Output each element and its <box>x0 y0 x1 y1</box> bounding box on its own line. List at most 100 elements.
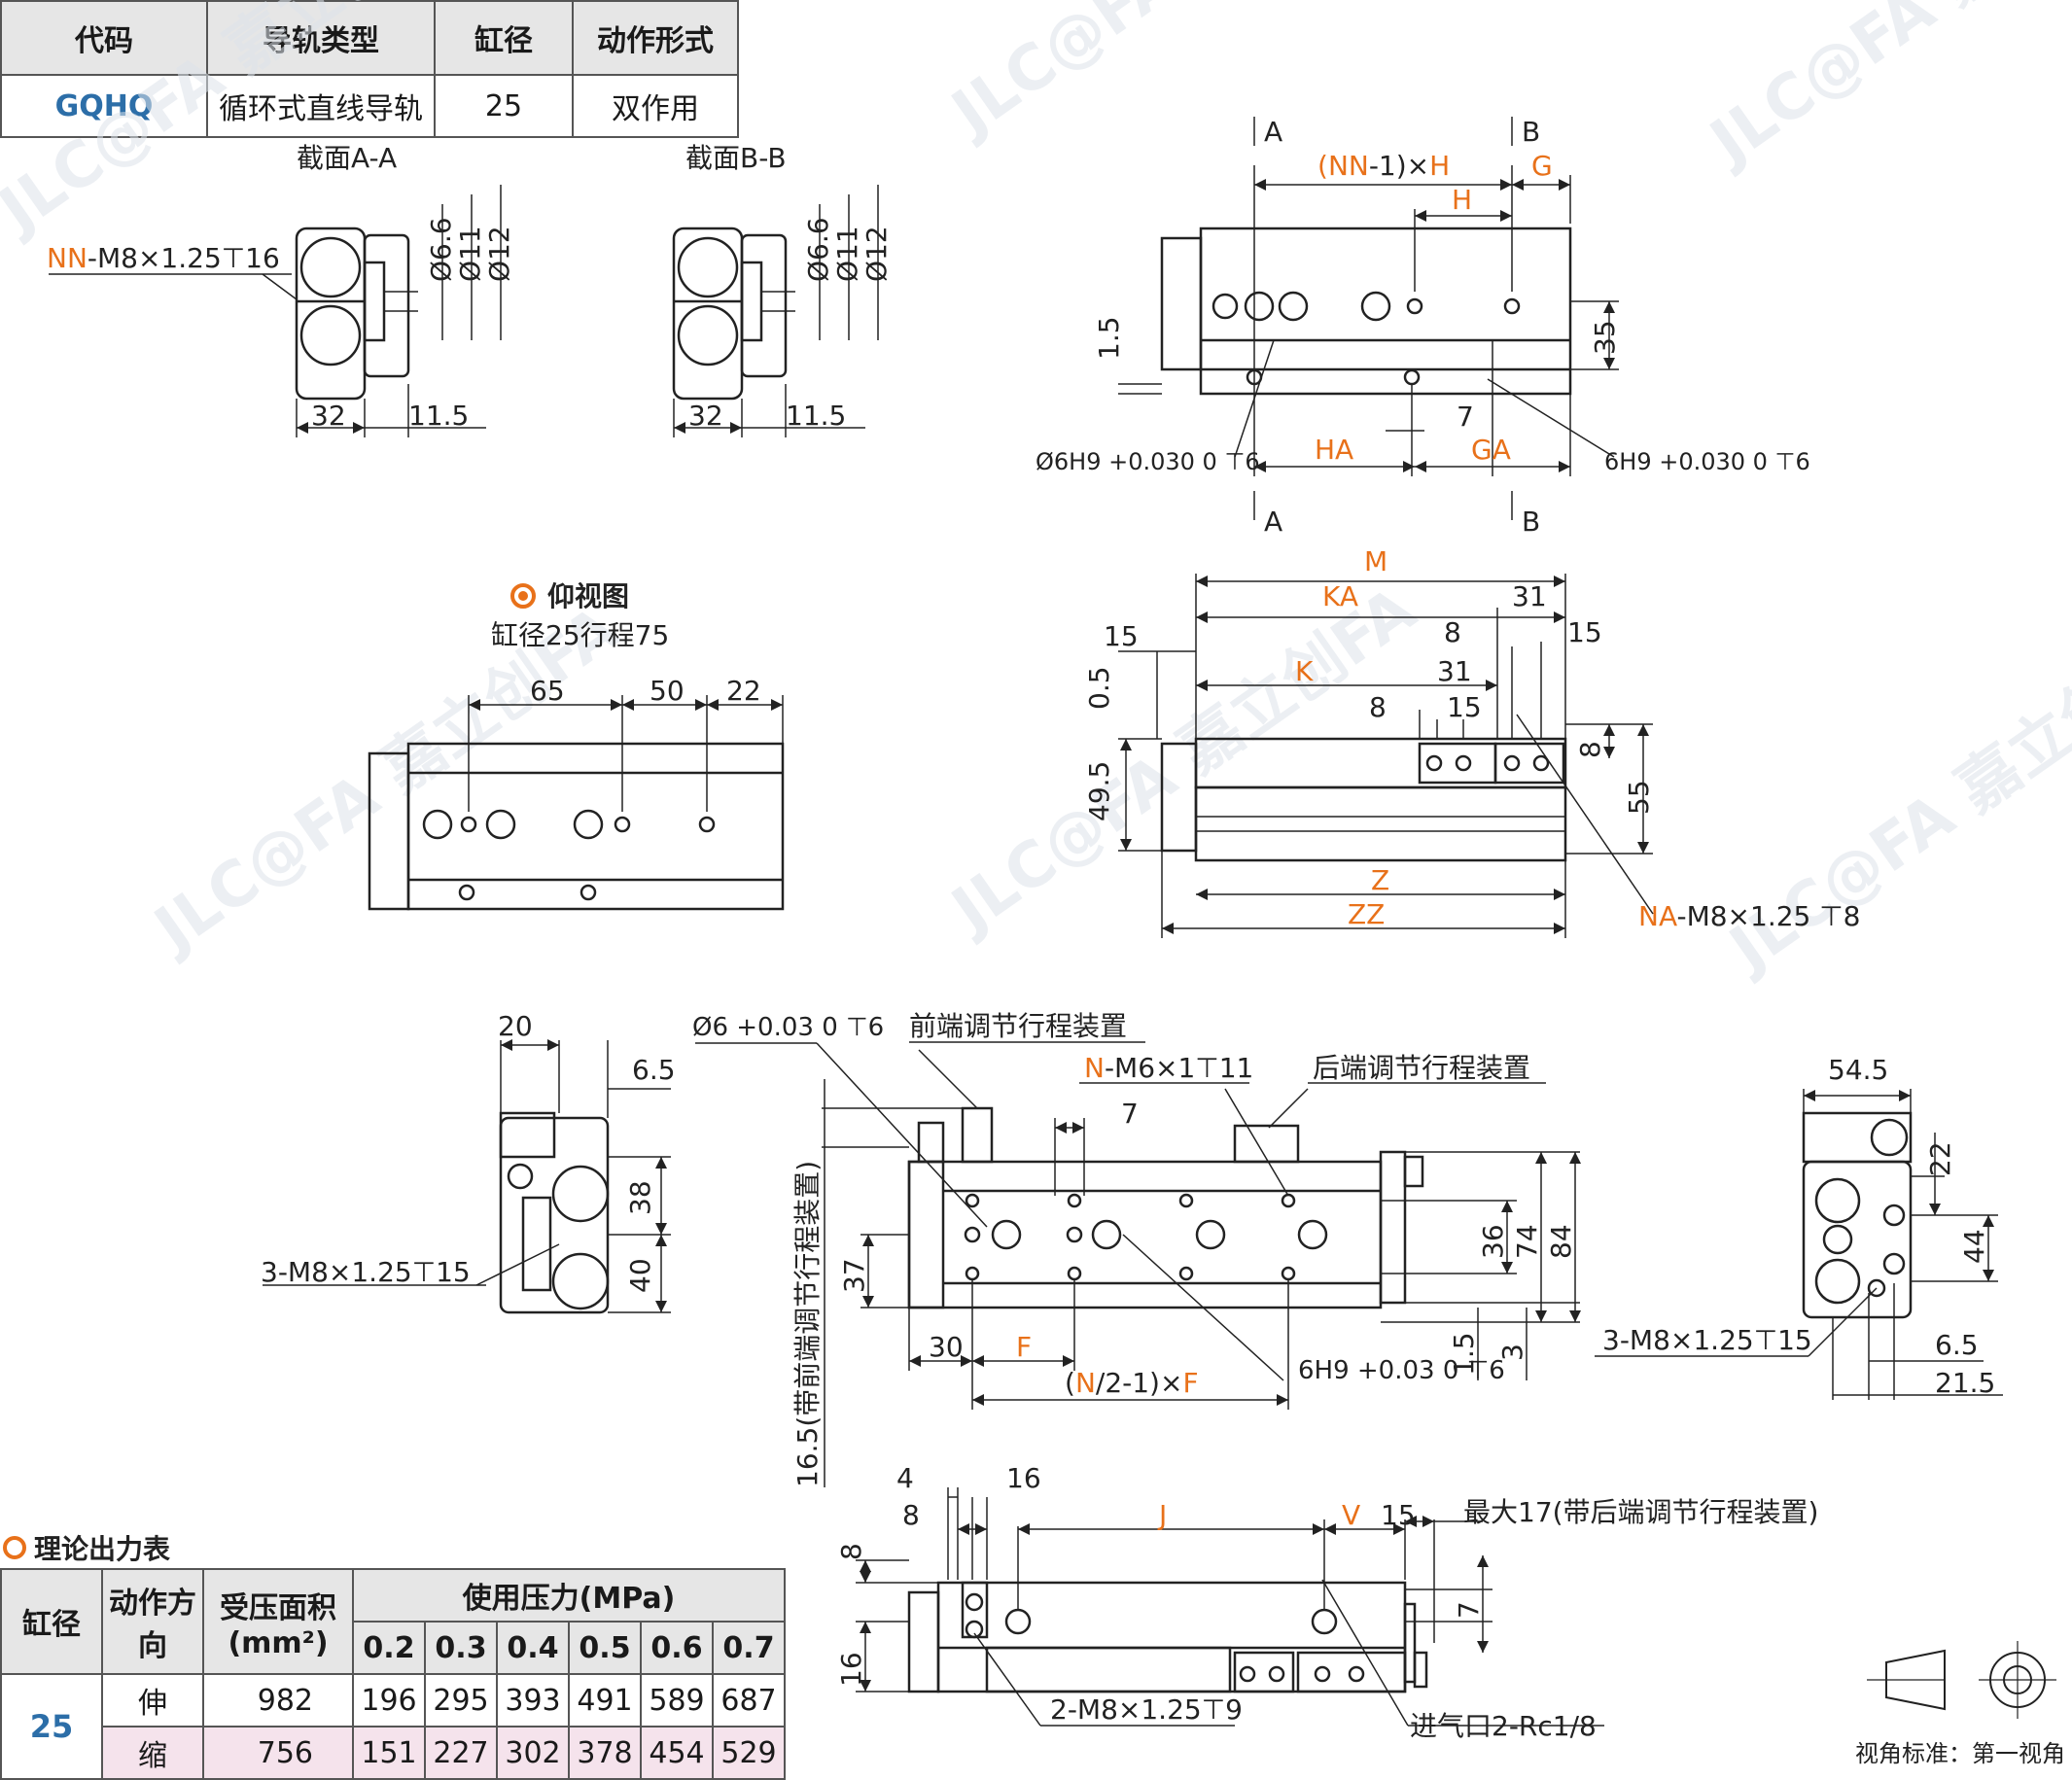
dim-b65: 65 <box>530 675 565 707</box>
dim-sv7: 7 <box>1453 1601 1485 1619</box>
dim-b-phi12: Ø12 <box>860 226 893 282</box>
spec-rail: 循环式直线导轨 <box>206 74 436 138</box>
left-end-dims <box>263 1039 671 1313</box>
watermark-5: JLC@FA 嘉立创FA <box>936 574 1428 948</box>
force-val: 227 <box>424 1726 498 1780</box>
side-view <box>1160 737 1567 862</box>
dim-f74: 74 <box>1511 1224 1543 1259</box>
force-header-pressure: 使用压力(MPa) <box>352 1568 786 1623</box>
front-view-dims <box>695 1041 1581 1487</box>
force-header-direction: 动作方向 <box>101 1568 204 1675</box>
force-pressure-6: 0.7 <box>712 1621 786 1675</box>
dim-nn1h: (NN-1)×H <box>1317 150 1450 182</box>
right-thread-label: 3-M8×1.25⊤15 <box>1602 1324 1812 1356</box>
right-end-dims <box>1595 1089 2003 1400</box>
dim-b22: 22 <box>726 675 761 707</box>
dim-r545: 54.5 <box>1828 1054 1888 1086</box>
dim-s8: 8 <box>902 1499 920 1531</box>
pin-left: Ø6H9 +0.030 0 ⊤6 <box>1036 448 1260 475</box>
force-header-bore: 缸径 <box>0 1568 103 1675</box>
top-view <box>1160 227 1572 396</box>
force-header-area: 受压面积(mm²) <box>202 1568 354 1675</box>
force-title-marker-icon <box>3 1536 26 1559</box>
force-val: 196 <box>352 1673 426 1728</box>
force-pressure-4: 0.5 <box>568 1621 642 1675</box>
dim-h: H <box>1452 184 1472 216</box>
dim-a-115: 11.5 <box>408 400 469 432</box>
force-row-extend: 25 伸 982 196 295 393 491 589 687 <box>0 1673 786 1780</box>
dim-m: M <box>1364 545 1387 577</box>
force-area: 982 <box>202 1673 354 1728</box>
spec-bore: 25 <box>434 74 574 138</box>
dim-s15: 15 <box>1381 1499 1416 1531</box>
dim-a-phi12: Ø12 <box>483 226 515 282</box>
air-port-label: 进气口2-Rc1/8 <box>1410 1710 1597 1742</box>
dim-f3: 3 <box>1496 1344 1528 1361</box>
dim-l65: 6.5 <box>632 1054 676 1086</box>
dim-8-upper: 8 <box>1444 616 1461 648</box>
right-end-view <box>1802 1111 1913 1319</box>
dim-f84: 84 <box>1545 1224 1577 1259</box>
rear-adjust-label: 后端调节行程装置 <box>1313 1052 1530 1084</box>
pin-right: 6H9 +0.030 0 ⊤6 <box>1604 448 1810 475</box>
dim-a-phi66: Ø6.6 <box>425 217 457 282</box>
dim-nf: (N/2-1)×F <box>1065 1367 1199 1399</box>
dim-r215: 21.5 <box>1935 1367 1995 1399</box>
dim-15-mid: 15 <box>1447 691 1482 723</box>
dim-b-phi66: Ø6.6 <box>802 217 834 282</box>
force-dir: 缩 <box>101 1726 204 1780</box>
dim-r65: 6.5 <box>1935 1329 1979 1361</box>
dim-55: 55 <box>1623 780 1655 815</box>
force-table-title: 理论出力表 <box>34 1533 170 1565</box>
nn-thread-label: NN-M8×1.25⊤16 <box>47 242 280 274</box>
spec-header-action: 动作形式 <box>572 0 739 76</box>
section-a-title: 截面A-A <box>297 142 397 174</box>
bottom-view <box>368 742 785 911</box>
force-dir: 伸 <box>101 1673 204 1728</box>
dim-ga: GA <box>1471 434 1511 466</box>
dim-15-left: 15 <box>1104 620 1139 652</box>
dim-zz: ZZ <box>1348 898 1385 930</box>
dim-b-phi11: Ø11 <box>831 226 863 282</box>
dim-l20: 20 <box>498 1010 533 1042</box>
force-row-retract: 缩 756 151 227 302 378 454 529 <box>1 1726 786 1780</box>
top-view-dims <box>1118 117 1619 520</box>
dim-f36: 36 <box>1477 1224 1509 1259</box>
dim-g: G <box>1531 150 1553 182</box>
section-b-title: 截面B-B <box>685 142 787 174</box>
bottom-view-title: 仰视图 <box>547 580 629 612</box>
force-val: 491 <box>568 1673 642 1728</box>
front-pin: Ø6 +0.03 0 ⊤6 <box>692 1013 884 1042</box>
force-val: 687 <box>712 1673 786 1728</box>
dim-f165: 16.5(带前端调节行程装置) <box>791 1161 824 1487</box>
projection-symbol-icon <box>1867 1641 2056 1719</box>
n-thread-label: N-M6×1⊤11 <box>1084 1052 1253 1084</box>
watermark-2: JLC@FA 嘉立创FA <box>1695 0 2072 180</box>
dim-sv8: 8 <box>835 1543 867 1560</box>
dim-8-lower: 8 <box>1369 691 1387 723</box>
force-val: 295 <box>424 1673 498 1728</box>
section-b-dims <box>673 185 879 437</box>
force-val: 393 <box>496 1673 570 1728</box>
top-b-upper: B <box>1522 116 1540 148</box>
dim-ha: HA <box>1315 434 1353 466</box>
force-pressure-2: 0.3 <box>424 1621 498 1675</box>
dim-j: J <box>1157 1499 1167 1531</box>
bottom-thread-label: 2-M8×1.25⊤9 <box>1050 1693 1243 1726</box>
dim-b-32: 32 <box>688 400 723 432</box>
bottom-view-marker-dot <box>518 591 528 601</box>
force-bore: 25 <box>0 1673 103 1780</box>
dim-f30: 30 <box>929 1331 964 1363</box>
dim-a-32: 32 <box>311 400 346 432</box>
na-thread-label: NA-M8×1.25 ⊤8 <box>1638 900 1860 932</box>
watermark-3: JLC@FA 嘉立创FA <box>0 0 476 248</box>
dim-15-right: 15 <box>1567 616 1602 648</box>
dim-31-top: 31 <box>1512 580 1547 612</box>
dim-b-115: 11.5 <box>786 400 846 432</box>
section-a-dims <box>49 185 502 437</box>
dim-b50: 50 <box>650 675 685 707</box>
projection-label: 视角标准：第一视角 <box>1855 1740 2065 1765</box>
bottom-side-view <box>907 1581 1428 1693</box>
force-val: 151 <box>352 1726 426 1780</box>
spec-table: 代码 导轨类型 缸径 动作形式 GQHQ 循环式直线导轨 25 双作用 <box>0 0 739 138</box>
